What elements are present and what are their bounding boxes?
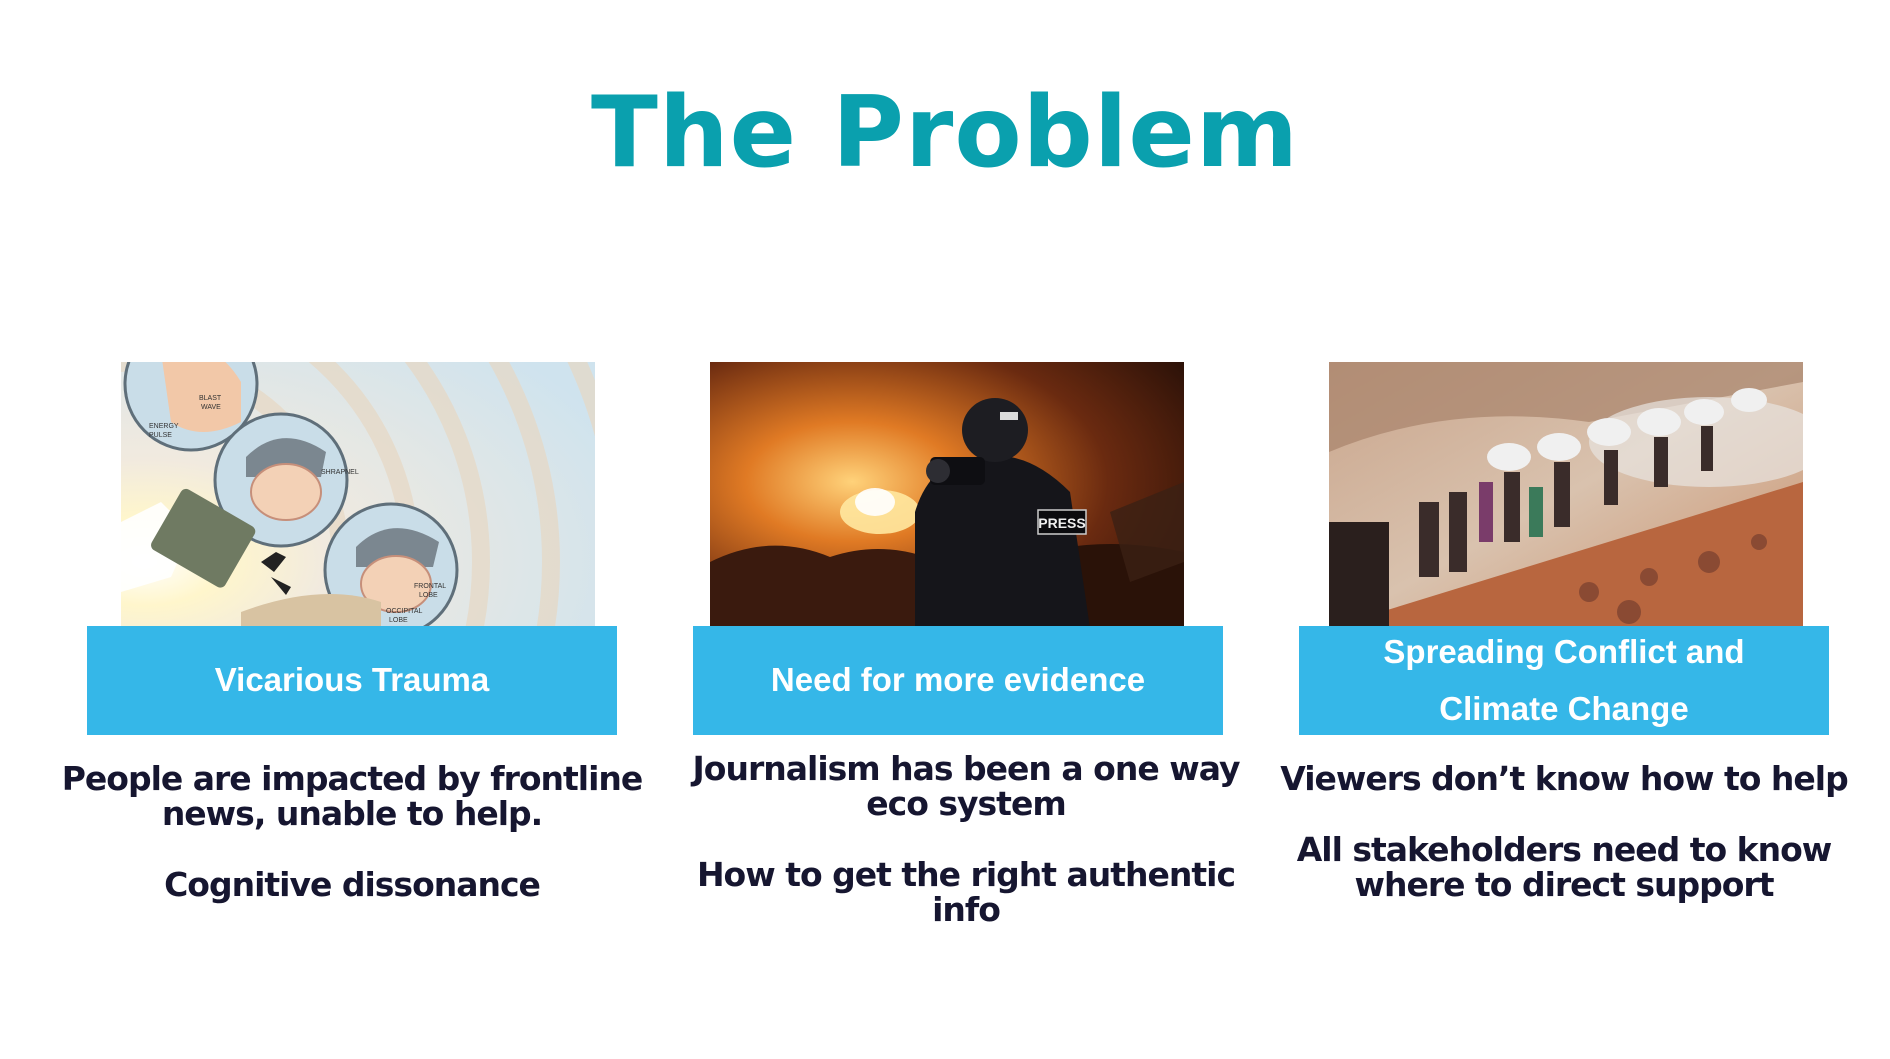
banner-line: Need for more evidence [770, 661, 1146, 699]
photo-label: BLAST [199, 395, 222, 402]
blast-trauma-diagram-image: ENERGY PULSE BLAST WAVE SHRAPNEL FRONTAL… [121, 362, 595, 628]
photo-label: FRONTAL [414, 583, 446, 590]
banner-line: Climate Change [1439, 689, 1689, 727]
press-photographer-image: PRESS [710, 362, 1184, 628]
blast-trauma-diagram-icon: ENERGY PULSE BLAST WAVE SHRAPNEL FRONTAL… [121, 362, 595, 628]
photo-label: WAVE [201, 404, 221, 411]
paragraph: All stakeholders need to know where to d… [1296, 829, 1833, 904]
banner-spreading-conflict: Spreading Conflict and Climate Change [1299, 626, 1829, 735]
column-1-description: People are impacted by frontline news, u… [52, 759, 652, 904]
photo-label: LOBE [419, 592, 438, 599]
paragraph: Viewers don’t know how to help [1280, 759, 1848, 798]
press-photographer-fire-icon: PRESS [710, 362, 1184, 628]
banner-need-for-more-evidence: Need for more evidence [693, 626, 1223, 735]
column-3-description: Viewers don’t know how to help All stake… [1264, 759, 1864, 904]
photo-label: LOBE [389, 617, 408, 624]
refugees-hillside-image [1329, 362, 1803, 628]
banner-vicarious-trauma: Vicarious Trauma [87, 626, 617, 735]
paragraph: People are impacted by frontline news, u… [61, 759, 644, 833]
column-2-description: Journalism has been a one way eco system… [666, 749, 1266, 929]
slide-title: The Problem [590, 76, 1299, 190]
press-label: PRESS [1038, 515, 1085, 531]
photo-label: ENERGY [149, 423, 179, 430]
banner-line: Spreading Conflict and [1383, 633, 1745, 671]
refugees-hillside-icon [1329, 362, 1803, 628]
paragraph: How to get the right authentic info [696, 854, 1236, 929]
photo-label: PULSE [149, 432, 172, 439]
photo-label: SHRAPNEL [321, 469, 359, 476]
banner-line: Vicarious Trauma [214, 661, 490, 699]
paragraph: Cognitive dissonance [164, 864, 541, 904]
paragraph: Journalism has been a one way eco system [692, 749, 1241, 823]
photo-label: OCCIPITAL [386, 608, 423, 615]
